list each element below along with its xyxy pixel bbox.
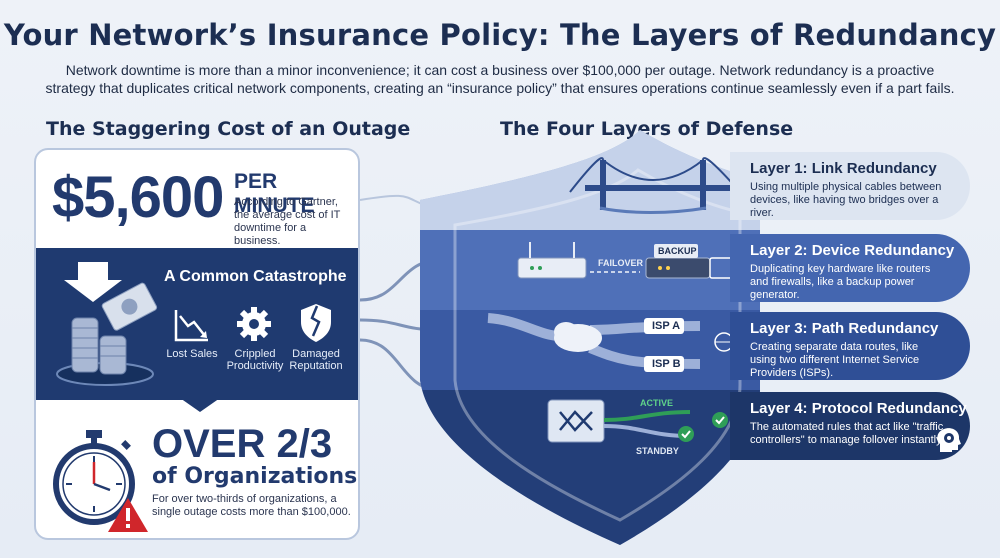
isp-a-label: ISP A [652, 320, 681, 332]
catastrophe-heading: A Common Catastrophe [164, 268, 347, 285]
impact-productivity: Crippled Productivity [226, 348, 284, 372]
layer-3-card: Layer 3: Path Redundancy Creating separa… [730, 312, 970, 380]
layer-2-card: Layer 2: Device Redundancy Duplicating k… [730, 234, 970, 302]
active-label: ACTIVE [640, 398, 674, 408]
impact-lost-sales: Lost Sales [166, 348, 218, 360]
left-section-heading: The Staggering Cost of an Outage [46, 118, 411, 140]
cost-card: $5,600 PER MINUTE According to Gartner, … [34, 148, 360, 540]
failover-label: FAILOVER [598, 258, 644, 268]
isp-b-label: ISP B [652, 358, 681, 370]
bridge-icon [569, 157, 741, 214]
layer-3-desc: Creating separate data routes, like usin… [750, 341, 920, 379]
brain-gear-icon [937, 428, 961, 452]
layer-1-card: Layer 1: Link Redundancy Using multiple … [730, 152, 970, 220]
organizations-note: For over two-thirds of organizations, a … [152, 493, 351, 518]
gear-icon [237, 307, 271, 341]
money-icon [56, 262, 158, 386]
layer-2-title: Layer 2: Device Redundancy [750, 242, 955, 259]
layer-3-title: Layer 3: Path Redundancy [750, 320, 939, 337]
layer-1-desc: Using multiple physical cables between d… [750, 181, 942, 219]
band-pointer [180, 398, 220, 412]
broken-shield-icon [301, 304, 331, 342]
layer-4-desc: The automated rules that act like "traff… [750, 421, 944, 446]
switch-icon [547, 399, 605, 443]
layer-2-desc: Duplicating key hardware like routers an… [750, 263, 931, 301]
layer-4-title: Layer 4: Protocol Redundancy [750, 400, 967, 417]
page-title: Your Network’s Insurance Policy: The Lay… [3, 18, 997, 52]
layer-4-card: Layer 4: Protocol Redundancy The automat… [730, 392, 970, 460]
layer-1-title: Layer 1: Link Redundancy [750, 160, 937, 177]
over-two-thirds: OVER 2/3 [152, 422, 333, 466]
right-section-heading: The Four Layers of Defense [500, 118, 794, 140]
standby-label: STANDBY [636, 446, 679, 456]
of-organizations: of Organizations [152, 464, 358, 489]
impact-reputation: Damaged Reputation [289, 348, 343, 372]
gartner-note: According to Gartner, the average cost o… [234, 196, 341, 247]
cost-per-minute-value: $5,600 [52, 165, 224, 230]
catastrophe-band: A Common Catastrophe Lost Sales Crippled [36, 248, 358, 400]
chart-down-icon [174, 310, 208, 342]
intro-text: Network downtime is more than a minor in… [45, 62, 955, 96]
stopwatch-icon [53, 430, 148, 532]
backup-label: BACKUP [658, 246, 697, 256]
per-minute-label: PER MINUTE [234, 170, 315, 217]
